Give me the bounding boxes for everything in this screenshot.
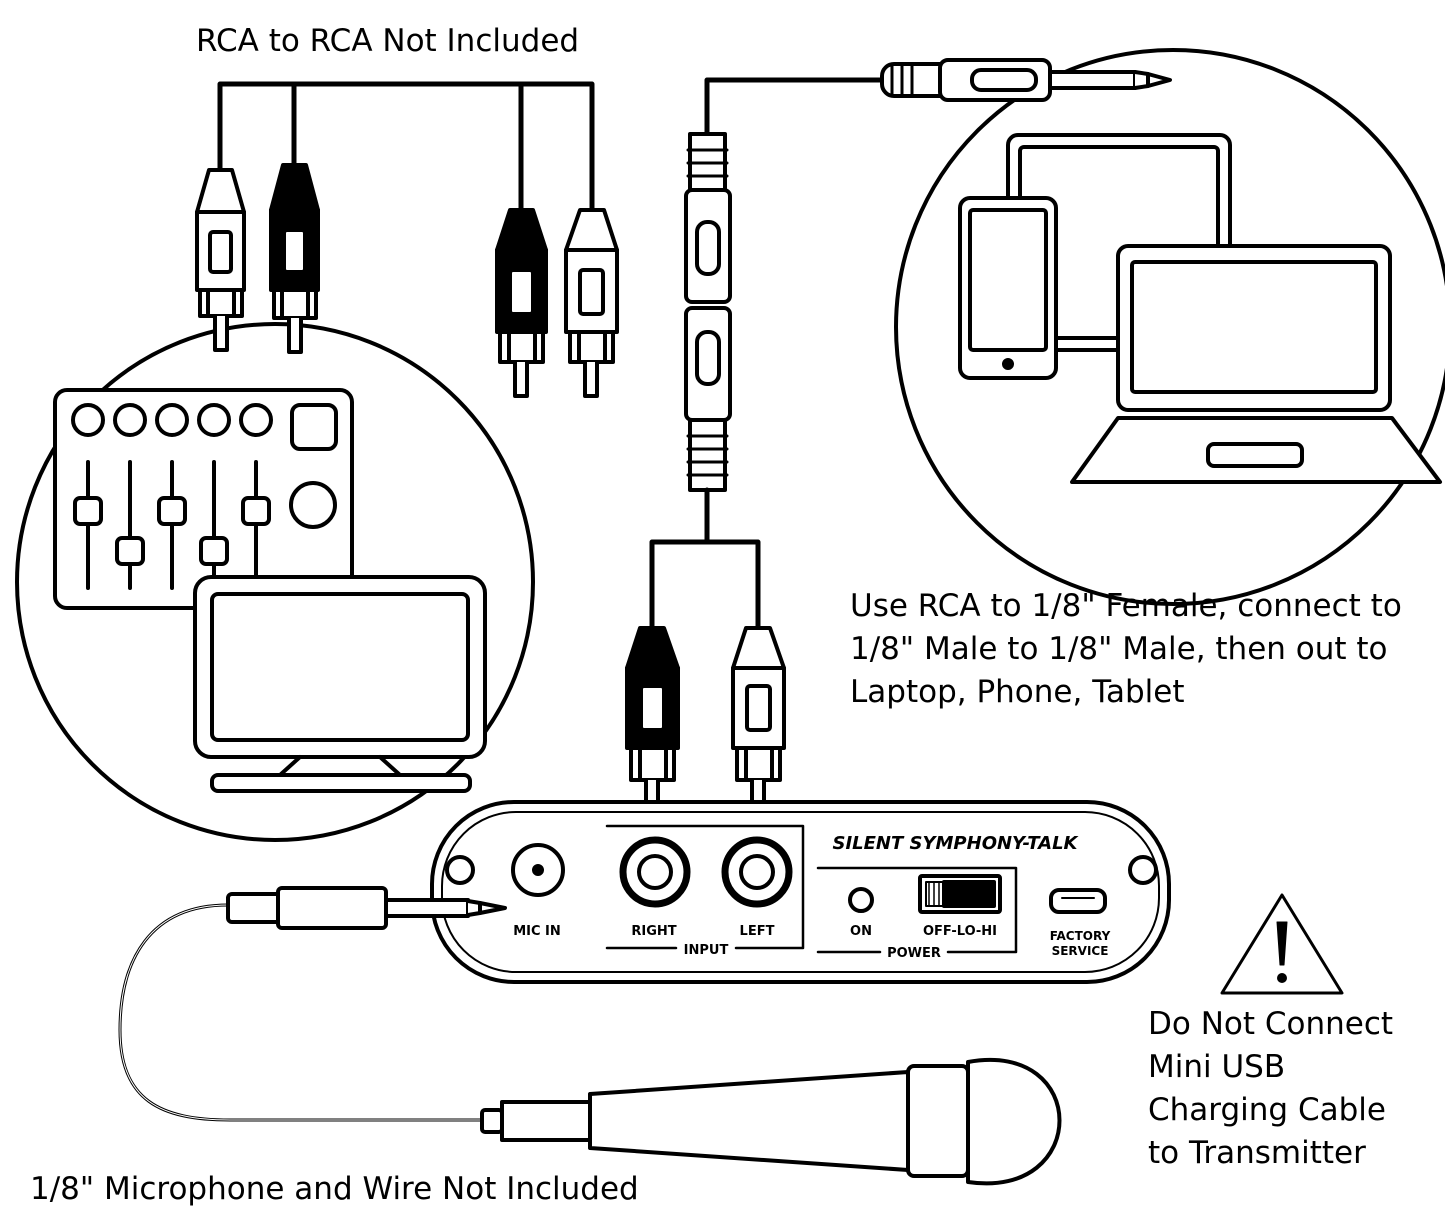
female-line-1: Use RCA to 1/8" Female, connect to — [850, 588, 1402, 624]
usb-line-4: to Transmitter — [1148, 1135, 1366, 1171]
microphone-plug — [226, 886, 507, 930]
service-label: SERVICE — [1052, 944, 1109, 958]
rca-to-rca-cable — [217, 81, 595, 213]
right-input-jack[interactable] — [619, 836, 691, 908]
female-line-3: Laptop, Phone, Tablet — [850, 674, 1185, 710]
mic-in-jack[interactable] — [511, 843, 565, 897]
female-line-2: 1/8" Male to 1/8" Male, then out to — [850, 631, 1388, 667]
rca-plug-white-left-input — [731, 626, 786, 814]
rca-splitter-cable — [649, 487, 761, 631]
usb-line-3: Charging Cable — [1148, 1092, 1386, 1128]
microphone-icon — [480, 1058, 1062, 1186]
left-label: LEFT — [740, 924, 775, 939]
mini-usb-port[interactable] — [1049, 888, 1107, 914]
microphone-cable — [118, 903, 484, 1122]
usb-line-2: Mini USB — [1148, 1049, 1286, 1085]
warning-icon — [1220, 893, 1344, 995]
rca-plug-black-left-mid — [495, 208, 548, 398]
mic-in-label: MIC IN — [513, 924, 561, 939]
factory-label: FACTORY — [1050, 929, 1111, 943]
rca-not-included-label: RCA to RCA Not Included — [196, 23, 580, 59]
input-label: INPUT — [684, 943, 729, 958]
right-label: RIGHT — [631, 924, 676, 939]
rca-plug-black-right-top — [269, 163, 320, 354]
usb-warning-label: Do Not Connect Mini USB Charging Cable t… — [1148, 1003, 1393, 1175]
phone-icon — [958, 196, 1058, 380]
female-adapter-instructions: Use RCA to 1/8" Female, connect to 1/8" … — [850, 585, 1402, 714]
eighth-inch-male-cable — [704, 58, 1172, 137]
transmitter-device: SILENT SYMPHONY-TALK MIC IN RIGHT LEFT I… — [430, 800, 1171, 984]
switch-label: OFF-LO-HI — [923, 924, 997, 939]
eighth-inch-female-coupler — [684, 132, 732, 492]
on-label: ON — [850, 924, 872, 939]
headphone-jack-icon — [880, 58, 1172, 102]
power-switch[interactable] — [918, 874, 1002, 914]
device-brand: SILENT SYMPHONY-TALK — [832, 833, 1079, 854]
rca-plug-black-right-input — [625, 626, 680, 814]
usb-line-1: Do Not Connect — [1148, 1006, 1394, 1042]
rca-plug-white-right-mid — [564, 208, 619, 398]
on-led — [848, 887, 874, 913]
power-label: POWER — [887, 946, 941, 961]
left-input-jack[interactable] — [721, 836, 793, 908]
monitor-icon — [193, 575, 487, 793]
laptop-icon — [1070, 244, 1442, 484]
rca-plug-white-left-top — [195, 168, 246, 352]
